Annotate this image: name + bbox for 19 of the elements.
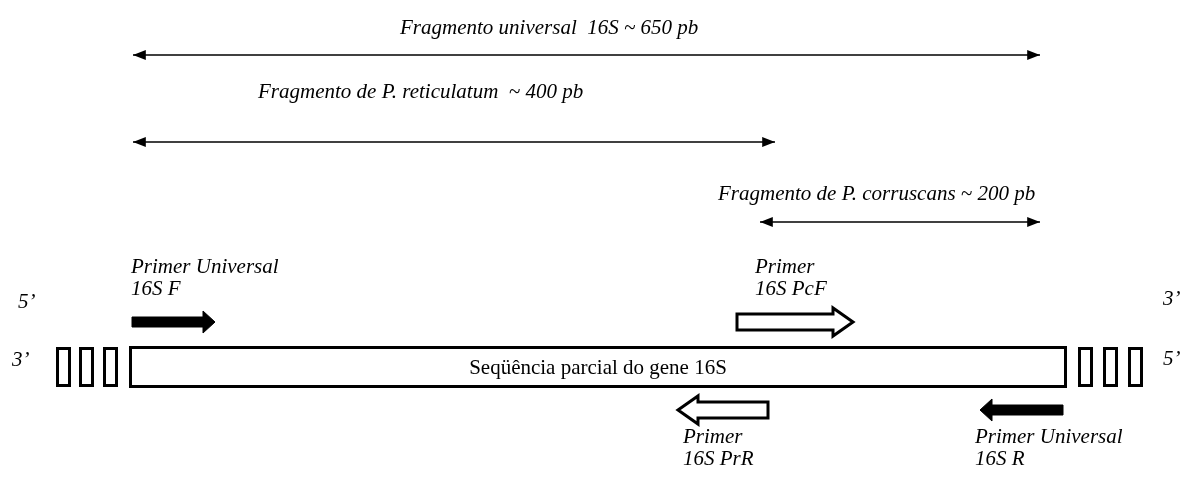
strand-end-label: 5’	[1163, 347, 1181, 369]
strand-box	[79, 347, 94, 387]
strand-end-label: 3’	[1163, 287, 1181, 309]
strand-end-label: 5’	[18, 290, 36, 312]
strand-box	[1103, 347, 1118, 387]
strand-box	[56, 347, 71, 387]
strand-box	[103, 347, 118, 387]
strand-box	[1128, 347, 1143, 387]
fragment-label: Fragmento universal 16S ~ 650 pb	[400, 16, 699, 38]
primer-label: Primer Universal 16S F	[131, 255, 280, 299]
primer-label: Primer 16S PcF	[755, 255, 828, 299]
primer-label: Primer Universal 16S R	[975, 425, 1124, 469]
fragment-label: Fragmento de P. reticulatum ~ 400 pb	[258, 80, 584, 102]
primer-label: Primer 16S PrR	[683, 425, 755, 469]
sequence-label: Seqüência parcial do gene 16S	[469, 354, 727, 380]
strand-end-label: 3’	[12, 348, 30, 370]
strand-box	[1078, 347, 1093, 387]
fragment-label: Fragmento de P. corruscans ~ 200 pb	[718, 182, 1036, 204]
gene-sequence-box	[129, 346, 1067, 388]
